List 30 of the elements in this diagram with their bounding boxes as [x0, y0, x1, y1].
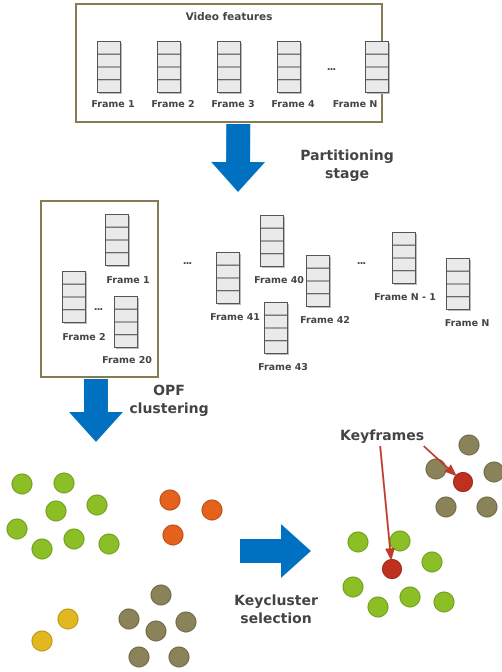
- frame-label: Frame 3: [210, 99, 256, 110]
- ellipsis: ...: [92, 302, 104, 313]
- callout-label: Keyframes: [340, 428, 424, 444]
- leader-arrow: [379, 446, 395, 560]
- keyframe-dot: [453, 472, 473, 492]
- ellipsis: ...: [326, 62, 336, 73]
- frame-label: Frame 43: [257, 362, 309, 373]
- frame-label: Frame 1: [105, 275, 151, 286]
- keyframe-dot: [382, 559, 402, 579]
- edge-label: Partitioning stage: [299, 148, 395, 183]
- frame-label: Frame 4: [270, 99, 316, 110]
- frame-label: Frame 41: [209, 312, 261, 323]
- block-arrow: [211, 124, 266, 192]
- edge-label: OPF clustering: [128, 383, 210, 418]
- frame-label: Frame N: [332, 99, 378, 110]
- frame-label: Frame N: [444, 318, 490, 329]
- frame-label: Frame 2: [61, 332, 107, 343]
- frame-label: Frame 40: [253, 275, 305, 286]
- frame-label: Frame N - 1: [374, 292, 436, 303]
- leader-arrow: [423, 445, 456, 476]
- group-heading: Video features: [184, 11, 274, 23]
- ellipsis: ...: [182, 256, 192, 267]
- frame-label: Frame 1: [90, 99, 136, 110]
- step-label: Keycluster selection: [233, 593, 319, 628]
- frame-label: Frame 2: [150, 99, 196, 110]
- group-frame: [40, 200, 159, 378]
- frame-label: Frame 20: [101, 355, 153, 366]
- ellipsis: ...: [356, 256, 366, 267]
- block-arrow: [68, 378, 123, 442]
- frame-label: Frame 42: [299, 315, 351, 326]
